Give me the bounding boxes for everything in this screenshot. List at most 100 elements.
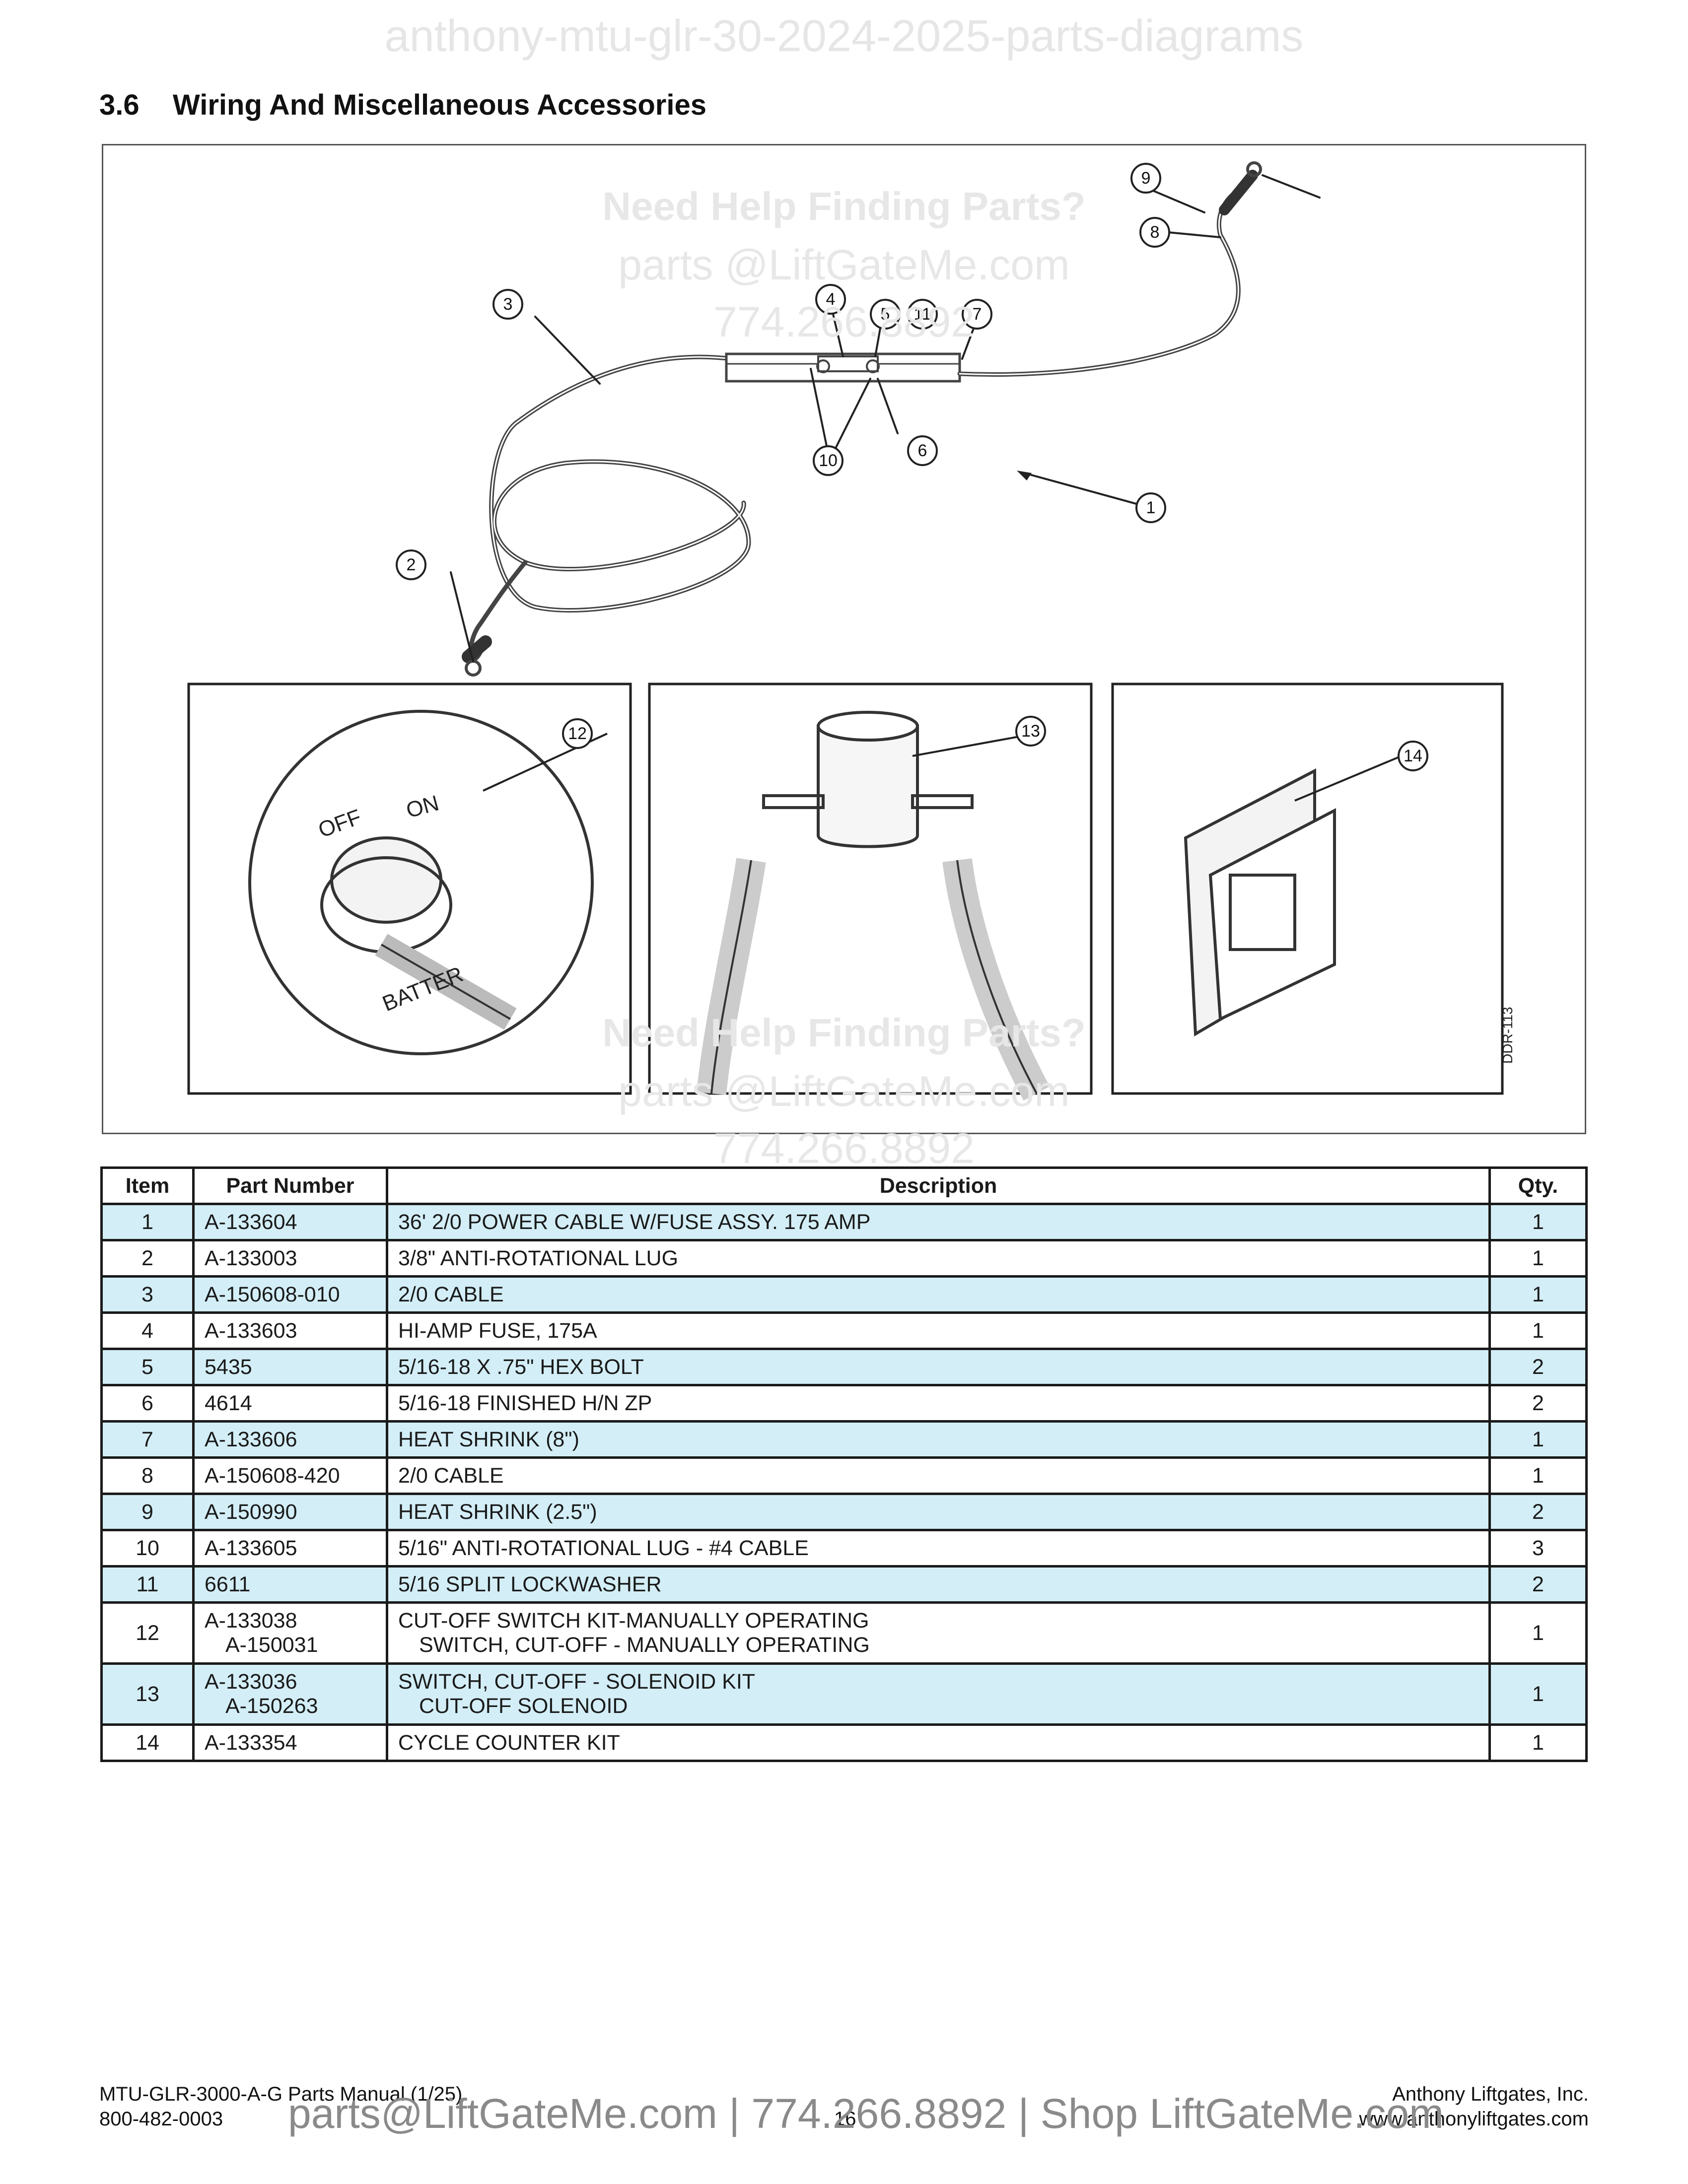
cell-item: 13 [100,1662,195,1726]
cell-part-number: A-133003 [192,1239,388,1278]
cell-description-text: 5/16-18 FINISHED H/N ZP [398,1391,652,1415]
drawing-id: DDR-113 [1500,1007,1515,1064]
cell-part-number: A-133604 [192,1203,388,1241]
cell-part-number-text: A-133603 [205,1318,297,1343]
cell-qty-text: 1 [1532,1682,1544,1706]
cell-part-number-text: 4614 [205,1391,252,1415]
callout-8: 8 [1139,217,1170,248]
cell-description: CYCLE COUNTER KIT [386,1723,1491,1762]
cell-qty-text: 1 [1532,1463,1544,1488]
cell-qty: 2 [1488,1348,1588,1386]
cell-item: 6 [100,1384,195,1423]
table-row: 3 A-150608-010 2/0 CABLE 1 [100,1275,1588,1314]
cell-qty-text: 1 [1532,1318,1544,1343]
cell-qty-text: 3 [1532,1536,1544,1560]
cell-description: 5/16-18 X .75" HEX BOLT [386,1348,1491,1386]
cell-part-number: A-150990 [192,1493,388,1531]
cell-qty-text: 2 [1532,1500,1544,1524]
header-part-number: Part Number [192,1166,388,1205]
callout-11: 11 [907,299,938,330]
cell-part-number: 5435 [192,1348,388,1386]
cell-part-number-text: A-150990 [205,1500,297,1524]
callout-6: 6 [907,435,938,466]
callout-12: 12 [562,718,593,749]
cell-part-number-text: A-150608-420 [205,1463,340,1488]
cell-part-number-sub-text: A-150031 [225,1633,318,1657]
cell-description: 2/0 CABLE [386,1456,1491,1495]
cell-description-text: 5/16-18 X .75" HEX BOLT [398,1355,644,1379]
cell-item-text: 7 [141,1427,153,1451]
cell-description-text: 2/0 CABLE [398,1282,504,1306]
section-title: Wiring And Miscellaneous Accessories [173,89,706,121]
cell-part-number-text: 6611 [205,1572,251,1596]
cell-item-text: 2 [141,1246,153,1270]
cell-part-number: A-133354 [192,1723,388,1762]
cell-item: 4 [100,1311,195,1350]
cell-qty: 2 [1488,1565,1588,1604]
callout-5: 5 [870,299,901,330]
watermark-help: Need Help Finding Parts? [602,184,1086,228]
cell-description-text: SWITCH, CUT-OFF - SOLENOID KIT [398,1670,756,1694]
footer-website: www.anthonyliftgates.com [1359,2108,1589,2130]
cell-qty-text: 1 [1532,1730,1544,1755]
cell-qty-text: 1 [1532,1246,1544,1270]
cell-description: 5/16 SPLIT LOCKWASHER [386,1565,1491,1604]
cell-description: 5/16-18 FINISHED H/N ZP [386,1384,1491,1423]
diagram-drawing: OFF ON BATTER DDR-113 [187,161,1515,1101]
cell-item: 1 [100,1203,195,1241]
cell-item-text: 3 [141,1282,153,1306]
cell-item-text: 12 [136,1621,159,1645]
cell-description-text: HEAT SHRINK (2.5") [398,1500,597,1524]
top-watermark: anthony-mtu-glr-30-2024-2025-parts-diagr… [384,11,1304,61]
cell-item-text: 10 [136,1536,159,1560]
table-header-row: Item Part Number Description Qty. [100,1166,1588,1205]
footer-phone: 800-482-0003 [99,2108,223,2130]
watermark-email: parts @LiftGateMe.com [618,241,1070,289]
cell-qty-text: 1 [1532,1427,1544,1451]
cell-part-number-text: A-133003 [205,1246,297,1270]
cell-description-text: HEAT SHRINK (8") [398,1427,579,1451]
cell-item: 12 [100,1601,195,1665]
cell-part-number-text: A-133038 [205,1609,297,1633]
cell-description-sub-text: SWITCH, CUT-OFF - MANUALLY OPERATING [419,1633,870,1657]
cell-item: 14 [100,1723,195,1762]
cell-item: 5 [100,1348,195,1386]
cell-part-number: A-133603 [192,1311,388,1350]
cell-item-text: 4 [141,1318,153,1343]
cell-item: 2 [100,1239,195,1278]
cell-item-text: 13 [136,1682,159,1706]
cell-qty: 1 [1488,1203,1588,1241]
cell-description-sub-text: CUT-OFF SOLENOID [419,1694,628,1718]
cell-item-text: 14 [136,1730,159,1755]
header-qty: Qty. [1488,1166,1588,1205]
cell-description-text: 5/16 SPLIT LOCKWASHER [398,1572,662,1596]
cell-qty: 1 [1488,1275,1588,1314]
footer-manual: MTU-GLR-3000-A-G Parts Manual (1/25) [99,2083,463,2105]
cell-item: 10 [100,1529,195,1568]
cell-description-text: CYCLE COUNTER KIT [398,1730,620,1755]
cell-description-text: 2/0 CABLE [398,1463,504,1488]
cell-part-number: 6611 [192,1565,388,1604]
cell-item-text: 1 [141,1210,153,1234]
cell-qty: 3 [1488,1529,1588,1568]
cell-part-number-text: A-150608-010 [205,1282,340,1306]
cell-description-text: CUT-OFF SWITCH KIT-MANUALLY OPERATING [398,1609,869,1633]
cell-qty: 2 [1488,1493,1588,1531]
cell-qty-text: 2 [1532,1391,1544,1415]
cell-description: 3/8" ANTI-ROTATIONAL LUG [386,1239,1491,1278]
cell-qty: 1 [1488,1311,1588,1350]
table-row: 14 A-133354 CYCLE COUNTER KIT 1 [100,1723,1588,1762]
cell-part-number-text: A-133036 [205,1670,297,1694]
cell-item-text: 6 [141,1391,153,1415]
